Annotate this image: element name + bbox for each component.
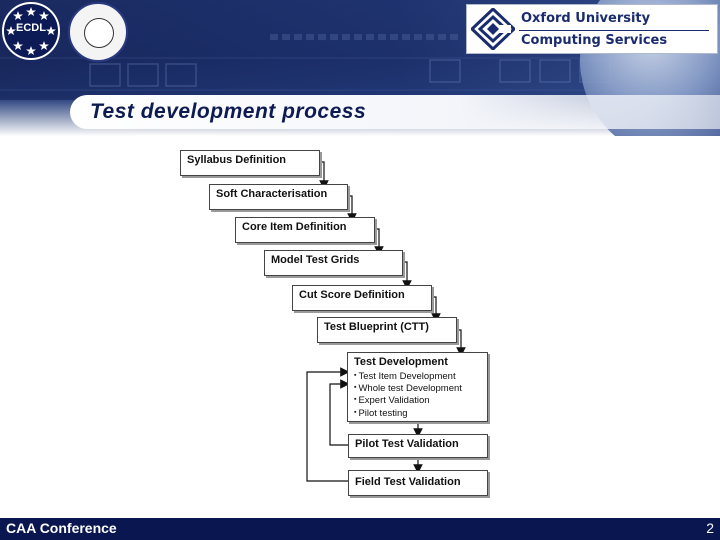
ecdl-logo-text: ECDL: [16, 22, 46, 34]
bullet-item: Pilot testing: [354, 407, 462, 419]
icdl-emblem: [84, 18, 114, 48]
step-syllabus-definition: Syllabus Definition: [180, 150, 320, 176]
step-cut-score-definition: Cut Score Definition: [292, 285, 432, 311]
org-name-line2: Computing Services: [521, 33, 668, 48]
icdl-logo: [68, 2, 128, 62]
stars-ring-icon: [6, 7, 56, 55]
step-label: Cut Score Definition: [299, 289, 405, 301]
test-development-bullets: Test Item Development Whole test Develop…: [354, 370, 462, 419]
step-test-development: Test Development Test Item Development W…: [347, 352, 488, 422]
step-model-test-grids: Model Test Grids: [264, 250, 403, 276]
step-label: Test Blueprint (CTT): [324, 321, 429, 333]
oucs-diamond-icon: [471, 8, 515, 50]
step-label: Field Test Validation: [355, 476, 461, 488]
bullet-item: Whole test Development: [354, 382, 462, 394]
step-label: Model Test Grids: [271, 254, 360, 266]
bullet-item: Expert Validation: [354, 394, 462, 406]
step-test-blueprint: Test Blueprint (CTT): [317, 317, 457, 343]
step-soft-characterisation: Soft Characterisation: [209, 184, 348, 210]
footer-bar: CAA Conference 2: [0, 518, 720, 540]
slide-title: Test development process: [90, 100, 367, 123]
title-bar: [70, 95, 720, 129]
org-name-line1: Oxford University: [521, 11, 651, 26]
footer-conference-label: CAA Conference: [6, 520, 117, 536]
page-number: 2: [706, 520, 714, 536]
step-label: Core Item Definition: [242, 221, 347, 233]
ecdl-logo: ECDL: [2, 2, 60, 60]
step-label: Pilot Test Validation: [355, 438, 459, 450]
step-label: Syllabus Definition: [187, 154, 287, 166]
step-label: Test Development: [354, 356, 448, 368]
step-field-test-validation: Field Test Validation: [348, 470, 488, 496]
step-core-item-definition: Core Item Definition: [235, 217, 375, 243]
step-pilot-test-validation: Pilot Test Validation: [348, 434, 488, 458]
bullet-item: Test Item Development: [354, 370, 462, 382]
step-label: Soft Characterisation: [216, 188, 328, 200]
org-divider: [519, 30, 709, 31]
oucs-logo: Oxford University Computing Services: [466, 4, 718, 54]
